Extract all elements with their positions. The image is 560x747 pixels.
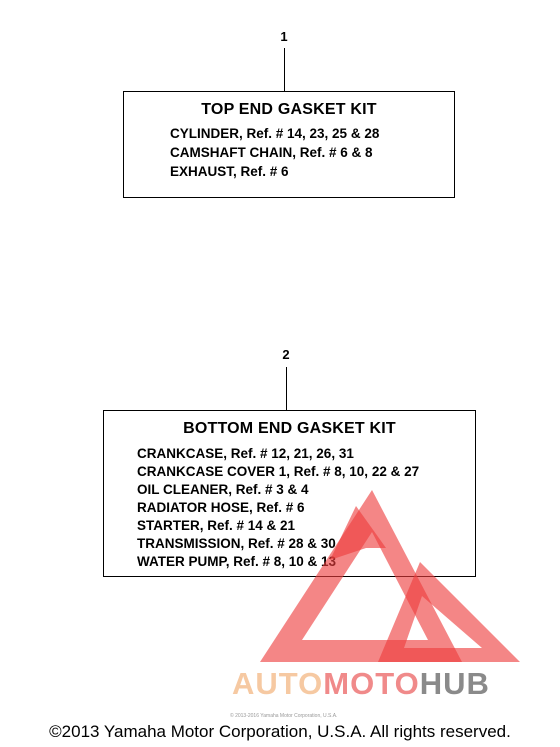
callout-number-2: 2 [282,347,290,362]
kit-title: TOP END GASKET KIT [201,101,377,118]
callout-number-1: 1 [280,29,288,44]
bottom-end-gasket-kit-box: BOTTOM END GASKET KIT CRANKCASE, Ref. # … [103,410,476,577]
watermark-text: AUTOMOTOHUB [232,666,490,702]
kit-title: BOTTOM END GASKET KIT [183,420,396,437]
tiny-copyright-note: © 2013-2016 Yamaha Motor Corporation, U.… [230,713,338,719]
kit-line: CRANKCASE COVER 1, Ref. # 8, 10, 22 & 27 [137,464,420,479]
leader-line-1 [284,48,285,91]
kit-line: OIL CLEANER, Ref. # 3 & 4 [137,482,309,497]
kit-line: EXHAUST, Ref. # 6 [170,164,289,179]
kit-line: CRANKCASE, Ref. # 12, 21, 26, 31 [137,446,354,461]
kit-line: RADIATOR HOSE, Ref. # 6 [137,500,305,515]
kit-line: TRANSMISSION, Ref. # 28 & 30 [137,536,336,551]
watermark-moto: MOTO [323,666,420,701]
kit-line: CYLINDER, Ref. # 14, 23, 25 & 28 [170,126,380,141]
watermark-auto: AUTO [232,666,324,701]
watermark-hub: HUB [419,666,490,701]
kit-line: WATER PUMP, Ref. # 8, 10 & 13 [137,554,337,569]
top-end-gasket-kit-box: TOP END GASKET KIT CYLINDER, Ref. # 14, … [123,91,455,198]
kit-line: STARTER, Ref. # 14 & 21 [137,518,296,533]
copyright-footer: ©2013 Yamaha Motor Corporation, U.S.A. A… [49,722,511,741]
leader-line-2 [286,367,287,410]
kit-line: CAMSHAFT CHAIN, Ref. # 6 & 8 [170,145,373,160]
